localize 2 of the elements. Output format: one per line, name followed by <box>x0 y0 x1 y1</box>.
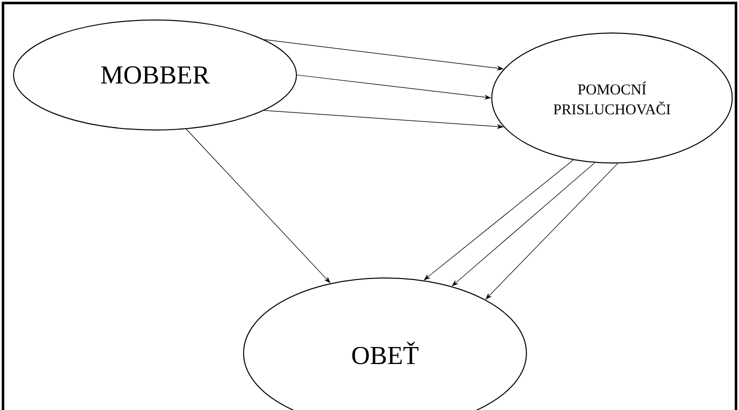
ellipse-node: POMOCNÍ PRISLUCHOVAČI <box>491 32 733 164</box>
ellipse-node: MOBBER <box>13 20 297 130</box>
